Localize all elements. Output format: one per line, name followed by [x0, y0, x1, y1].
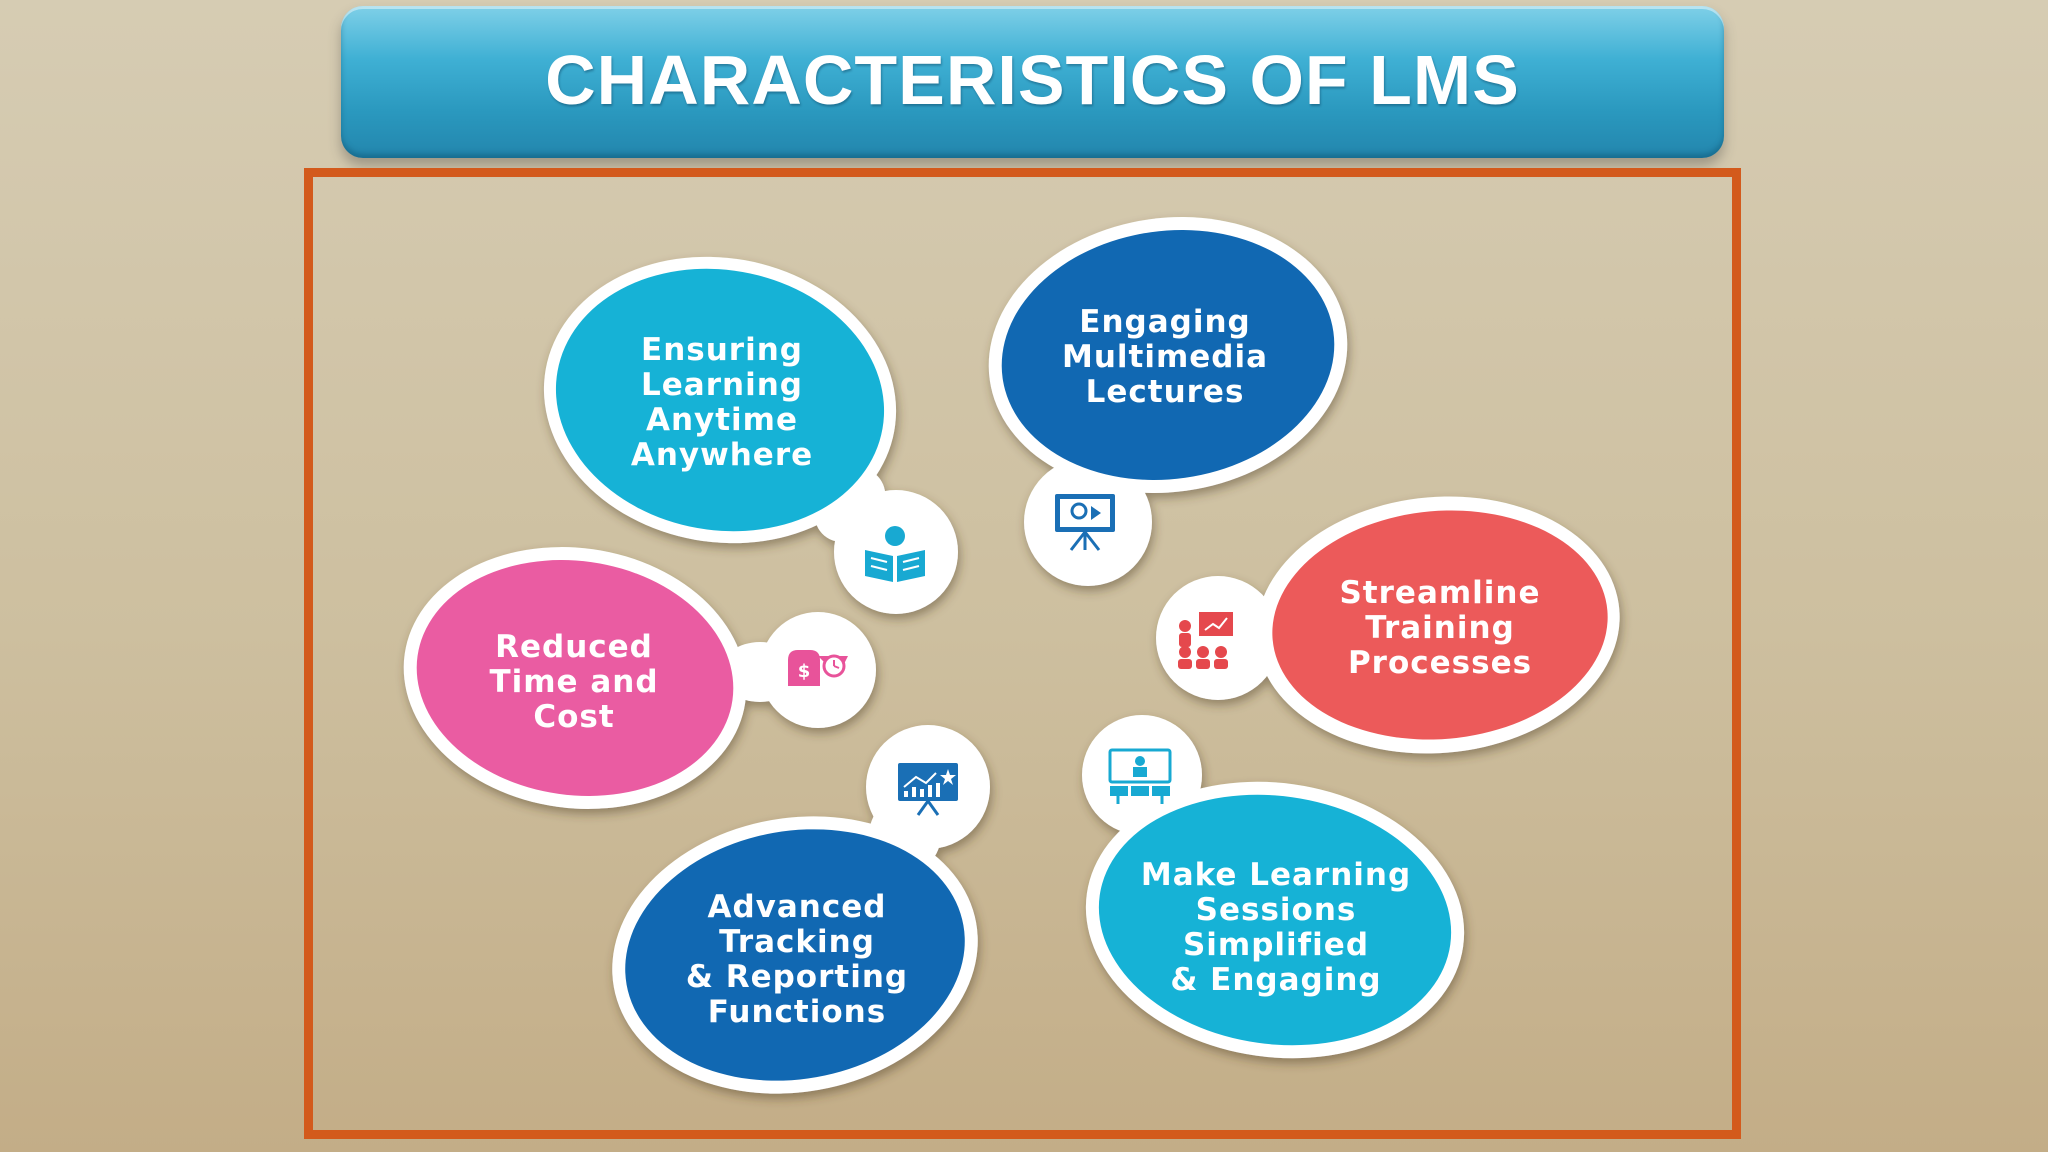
reading-person-icon [865, 526, 925, 582]
blob-label-line: Tracking [719, 924, 875, 960]
blob-label-line: Reduced [495, 629, 653, 665]
title-banner: CHARACTERISTICS OF LMS [341, 6, 1724, 158]
blob-label-line: Streamline [1339, 575, 1540, 611]
blob-label-line: Cost [533, 699, 614, 735]
blob-label-line: Engaging [1079, 304, 1250, 340]
blob-label-line: Anywhere [631, 437, 813, 473]
bubble-fill [1272, 510, 1608, 740]
money-time-icon: $ [788, 650, 848, 686]
blob-label-line: Training [1365, 610, 1515, 646]
page-title: CHARACTERISTICS OF LMS [545, 41, 1520, 119]
blob-label-line: Learning [641, 367, 803, 403]
characteristic-streamline-training: Streamline Training Processes [1156, 496, 1620, 754]
characteristic-reduced-time-cost: Reduced Time and Cost $ [403, 547, 876, 809]
characteristic-anytime-anywhere: Ensuring Learning Anytime Anywhere [543, 256, 958, 614]
blob-label-line: Ensuring [641, 332, 803, 368]
characteristic-tracking-reporting: Advanced Tracking & Reporting Functions [612, 725, 990, 1094]
blob-label-line: Time and [489, 664, 658, 700]
blob-label-line: Functions [708, 994, 886, 1030]
blob-label-line: Multimedia [1062, 339, 1268, 375]
bubble-fill [625, 829, 965, 1081]
online-session-icon [1108, 748, 1172, 804]
blob-label-line: Lectures [1086, 374, 1245, 410]
characteristic-multimedia-lectures: Engaging Multimedia Lectures [988, 217, 1348, 586]
diagram-frame [304, 168, 1741, 1139]
svg-text:$: $ [798, 661, 811, 682]
blob-label-line: Simplified [1183, 927, 1369, 963]
bubble-fill [555, 268, 885, 532]
blob-label-line: & Reporting [686, 959, 908, 995]
blob-label-line: Advanced [708, 889, 887, 925]
bubble-fill [1001, 230, 1335, 480]
video-presentation-icon [1055, 494, 1115, 551]
classroom-training-icon [1178, 612, 1233, 669]
analytics-board-icon [898, 763, 958, 816]
blob-label-line: Make Learning [1141, 857, 1411, 893]
blob-label-line: Sessions [1196, 892, 1357, 928]
blob-label-line: Anytime [646, 402, 798, 438]
bubble-fill [1098, 794, 1452, 1046]
bubble-fill [416, 560, 734, 796]
blob-label-line: & Engaging [1170, 962, 1381, 998]
blob-label-line: Processes [1348, 645, 1532, 681]
characteristic-simplified-sessions: Make Learning Sessions Simplified & Enga… [1082, 715, 1465, 1059]
